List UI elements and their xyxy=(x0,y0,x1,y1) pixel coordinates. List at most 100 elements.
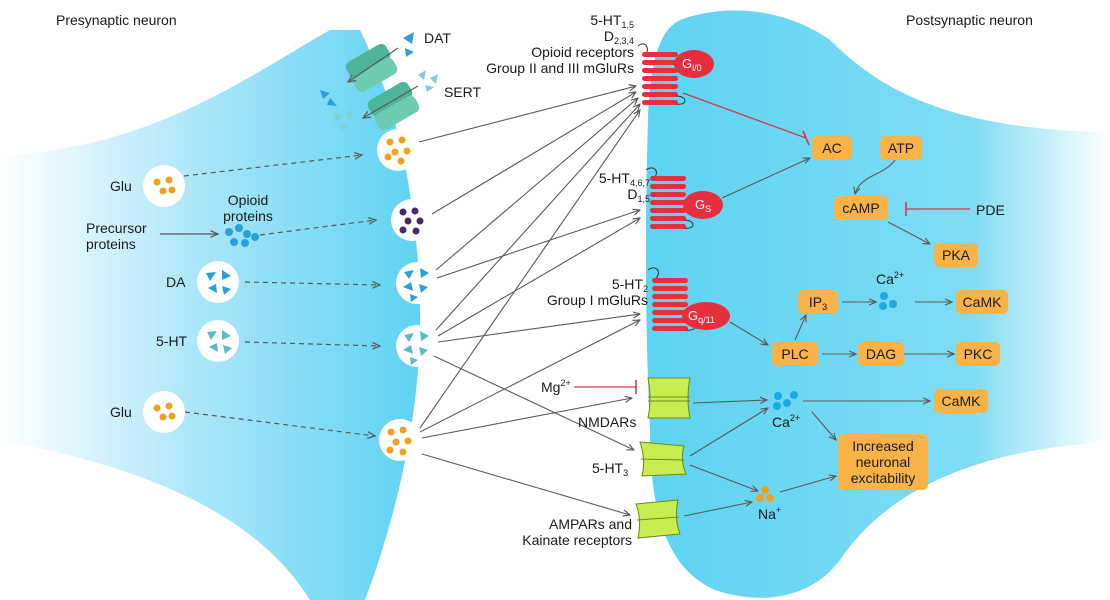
synthesis-arrows xyxy=(183,155,380,436)
presynaptic-neuron-title: Presynaptic neuron xyxy=(56,12,177,28)
ht5-source xyxy=(197,320,239,362)
gio-ht-base: 5-HT xyxy=(590,12,622,28)
ampa-line1: AMPARs and xyxy=(549,516,632,532)
sert-reuptake-arrow xyxy=(363,85,419,118)
postsynaptic-neuron-body xyxy=(645,10,1110,598)
postsynaptic-neuron-title: Postsynaptic neuron xyxy=(906,12,1033,28)
gs-d-line: D1,5 xyxy=(599,186,650,204)
gs-receptor-labels: 5-HT4,6,7 D1,5 xyxy=(598,170,650,204)
ca-top-label: Ca2+ xyxy=(876,270,905,288)
opioid-vesicle xyxy=(391,199,433,241)
gio-mglur-line: Group II and III mGluRs xyxy=(486,60,634,76)
sert-transporter xyxy=(367,81,420,131)
atp-box: ATP xyxy=(880,136,922,160)
pkc-box: PKC xyxy=(956,342,1000,366)
gq-base: G xyxy=(688,308,699,323)
na-label: Na+ xyxy=(758,505,782,523)
ht3-base: 5-HT xyxy=(592,460,624,476)
opioid-proteins-label: Opioid proteins xyxy=(218,192,278,224)
gq-ht-base: 5-HT xyxy=(611,276,643,292)
gio-d-base: D xyxy=(603,28,614,44)
camp-box: cAMP xyxy=(834,196,888,220)
ca-mid-label: Ca2+ xyxy=(772,413,801,431)
ac-box: AC xyxy=(812,136,852,160)
gio-opioid-line: Opioid receptors xyxy=(531,44,634,60)
pde-label: PDE xyxy=(976,202,1005,218)
ht-molecules-near-sert xyxy=(334,70,438,131)
glu-source-top xyxy=(143,165,185,207)
da-vesicle xyxy=(396,262,438,304)
gio-inhibit-bar xyxy=(802,130,810,146)
ht3-label: 5-HT3 xyxy=(592,460,629,478)
da-source xyxy=(197,261,239,303)
glu-source-bottom xyxy=(143,391,185,433)
ip3-base: IP xyxy=(808,294,823,310)
ht3-channel xyxy=(639,441,687,477)
da-molecules-near-dat xyxy=(320,32,414,106)
opioid-proteins-line2: proteins xyxy=(223,208,273,224)
glu-label-bottom: Glu xyxy=(110,404,132,420)
glu-label-top: Glu xyxy=(110,178,132,194)
gq-receptor xyxy=(647,267,696,331)
gs-ht-base: 5-HT xyxy=(598,170,630,186)
ip3-box: IP3 xyxy=(798,290,838,314)
pka-box: PKA xyxy=(934,243,978,267)
gio-protein-label: Gi/0 xyxy=(682,56,702,73)
ca-mid-base: Ca xyxy=(772,414,790,430)
gio-protein xyxy=(674,50,714,78)
release-arrows xyxy=(418,86,640,515)
mg-base: Mg xyxy=(541,379,561,395)
gio-inhibit-line xyxy=(682,92,807,139)
calcium-dots-mid xyxy=(773,391,798,410)
opioid-proteins-line1: Opioid xyxy=(227,192,269,208)
gs-d-base: D xyxy=(627,186,638,202)
gs-ht-line: 5-HT4,6,7 xyxy=(598,170,650,188)
ca-top-base: Ca xyxy=(876,271,894,287)
nmdar-channel xyxy=(647,377,691,419)
presynaptic-neuron-body xyxy=(0,30,420,600)
gio-ht-line: 5-HT1,5 xyxy=(486,12,634,30)
ht5-label: 5-HT xyxy=(156,333,188,349)
gq-protein-label: Gq/11 xyxy=(688,308,715,325)
camk-top-box: CaMK xyxy=(956,290,1008,314)
ca-mid-sup: 2+ xyxy=(789,413,801,423)
glu-vesicle-bottom xyxy=(379,419,421,461)
ht5-vesicle xyxy=(396,325,438,367)
calcium-dots-top xyxy=(879,292,897,310)
gs-receptor xyxy=(645,167,694,229)
gs-protein xyxy=(683,191,723,219)
ht3-sub: 3 xyxy=(623,468,629,478)
gio-receptor-labels: 5-HT1,5 D2,3,4 Opioid receptors Group II… xyxy=(486,12,634,76)
gs-sub: S xyxy=(705,204,712,214)
excitability-box: Increased neuronal excitability xyxy=(838,434,928,490)
nmdar-label: NMDARs xyxy=(578,414,637,430)
gq-mglur-line: Group I mGluRs xyxy=(546,292,648,308)
precursor-proteins-line1: Precursor xyxy=(86,220,147,236)
gs-ht-sub: 4,6,7 xyxy=(629,178,650,188)
gs-protein-label: GS xyxy=(695,198,712,214)
gio-d-sub: 2,3,4 xyxy=(613,36,634,46)
mg-sup: 2+ xyxy=(560,378,571,388)
excitability-line3: excitability xyxy=(850,470,916,486)
gs-d-sub: 1,5 xyxy=(637,194,650,204)
mg-label: Mg2+ xyxy=(541,378,571,396)
na-base: Na xyxy=(758,506,776,522)
na-sup: + xyxy=(775,505,782,515)
dat-label: DAT xyxy=(424,30,451,46)
glu-vesicle-top xyxy=(377,129,419,171)
da-label: DA xyxy=(166,274,186,290)
camk-mid-box: CaMK xyxy=(934,389,988,413)
excitability-line2: neuronal xyxy=(855,454,911,470)
ampar-channel xyxy=(635,499,681,539)
gio-d-line: D2,3,4 xyxy=(486,28,634,46)
precursor-proteins-label: Precursor proteins xyxy=(86,220,147,252)
plc-box: PLC xyxy=(772,342,818,366)
gio-base: G xyxy=(682,56,693,71)
gq-protein xyxy=(682,302,730,330)
ca-top-sup: 2+ xyxy=(893,270,905,280)
gio-receptor xyxy=(637,43,686,105)
ampa-label: AMPARs and Kainate receptors xyxy=(522,516,632,548)
gq-receptor-labels: 5-HT2 Group I mGluRs xyxy=(547,276,648,308)
excitability-line1: Increased xyxy=(852,438,914,454)
